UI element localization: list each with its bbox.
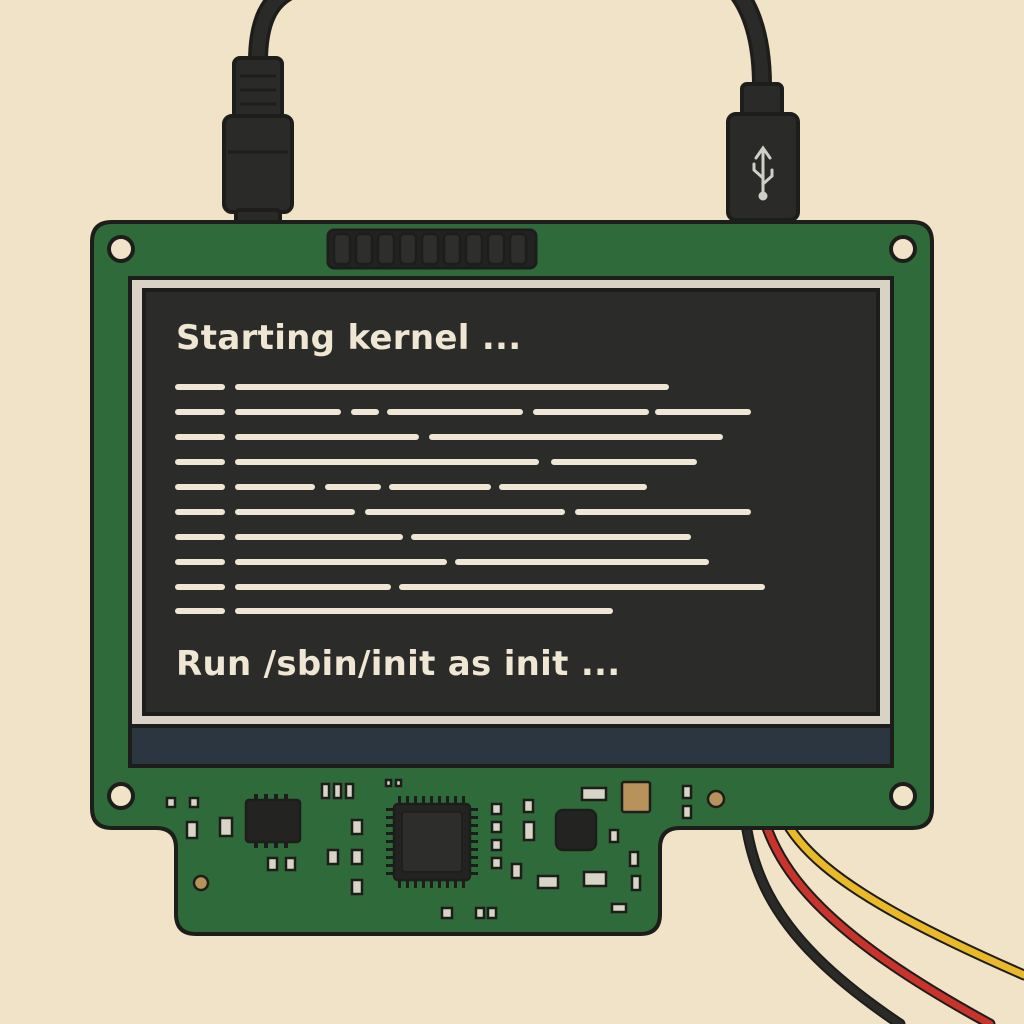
sensor-module [554,808,598,852]
pin-header [326,228,538,270]
boot-message-start: Starting kernel ... [176,318,522,358]
microcontroller-chip [386,796,478,888]
power-cable-icon [222,0,294,258]
smd-parts [165,778,693,920]
usb-symbol-icon [752,145,774,201]
lcd-display [128,276,894,768]
board-components [165,778,726,920]
boot-log-lines [175,384,765,614]
boot-message-init: Run /sbin/init as init ... [176,644,621,684]
mounting-holes [107,235,917,810]
small-ic [244,794,302,848]
gold-pad [620,780,652,814]
copper-vias [192,789,726,892]
